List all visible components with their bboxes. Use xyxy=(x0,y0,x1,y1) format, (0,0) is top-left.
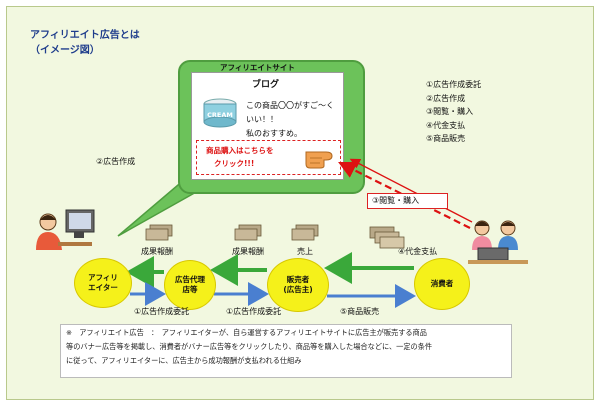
node-label: 店等 xyxy=(182,285,198,294)
note-text: に従って、アフィリエイターに、広告主から成功報酬が支払われる仕組み xyxy=(66,356,302,365)
view-buy-box xyxy=(367,193,448,209)
step-item: ④代金支払 xyxy=(426,120,466,130)
cream-jar-icon: CREAM xyxy=(203,98,237,128)
seller-node: 販売者(広告主) xyxy=(267,258,329,312)
blog-text-line: この商品〇〇がすご～く xyxy=(246,101,334,110)
money-icon-1 xyxy=(145,224,173,241)
commission-label: ①広告作成委託 xyxy=(134,307,190,316)
diagram-title: アフィリエイト広告とは xyxy=(30,30,140,41)
consumer-node: 消費者 xyxy=(414,258,470,310)
note-text: 等のバナー広告等を掲載し、消費者がバナー広告等をクリックしたり、商品等を購入した… xyxy=(66,342,433,351)
diagram-subtitle: （イメージ図） xyxy=(30,45,100,56)
reward-label: 成果報酬 xyxy=(141,247,173,256)
money-icon-4 xyxy=(369,226,405,249)
banner-ad-text: クリック!!! xyxy=(214,159,255,168)
blog-title: ブログ xyxy=(252,80,280,90)
node-label: エイター xyxy=(88,283,118,292)
affiliator-node: アフィリエイター xyxy=(74,258,132,308)
note-box xyxy=(60,324,512,378)
consumer-couple-icon xyxy=(468,220,528,264)
node-label: (広告主) xyxy=(283,285,313,294)
ad-agency-node: 広告代理店等 xyxy=(164,260,216,310)
affiliate-site-label: アフィリエイトサイト xyxy=(220,63,295,72)
note-text: ※ アフィリエイト広告 ： アフィリエイターが、自ら運営するアフィリエイトサイト… xyxy=(66,328,427,337)
ad-creation-label: ②広告作成 xyxy=(96,157,136,166)
blog-text-line: 私のおすすめ。 xyxy=(246,129,302,138)
steps-list: ①広告作成委託 ②広告作成 ③閲覧・購入 ④代金支払 ⑤商品販売 xyxy=(426,78,481,146)
commission-label: ①広告作成委託 xyxy=(226,307,282,316)
node-label: 消費者 xyxy=(430,279,454,288)
step-item: ②広告作成 xyxy=(426,93,466,103)
view-buy-label: ③閲覧・購入 xyxy=(372,196,420,205)
money-icon-3 xyxy=(291,224,319,241)
blog-text-line: いい！！ xyxy=(246,115,278,124)
banner-ad-text: 商品購入はこちらを xyxy=(206,146,274,155)
step-item: ⑤商品販売 xyxy=(426,134,466,144)
payment-label: ④代金支払 xyxy=(398,247,438,256)
node-label: アフィリ xyxy=(88,273,118,282)
sales-label: 売上 xyxy=(297,247,313,256)
node-label: 販売者 xyxy=(286,275,310,284)
reward-label: 成果報酬 xyxy=(232,247,264,256)
money-icon-2 xyxy=(234,224,262,241)
product-sale-label: ⑤商品販売 xyxy=(340,307,380,316)
step-item: ③閲覧・購入 xyxy=(426,107,474,117)
step-item: ①広告作成委託 xyxy=(426,80,482,89)
node-label: 広告代理 xyxy=(175,275,205,284)
cream-jar-text: CREAM xyxy=(207,111,233,119)
pointing-hand-icon xyxy=(305,151,333,169)
affiliator-person-icon xyxy=(36,209,95,250)
